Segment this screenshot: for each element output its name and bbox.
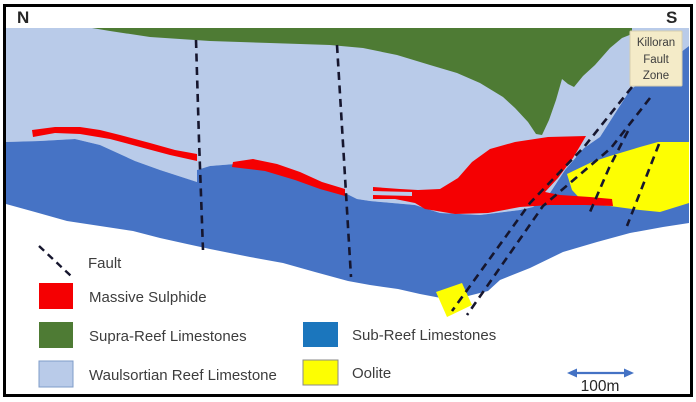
- killoran-fault-zone-box: [629, 30, 683, 87]
- fault-line-north-1: [194, 39, 205, 251]
- legend-oolite-swatch: [302, 359, 339, 386]
- legend-supra-reef-label: Supra-Reef Limestones: [89, 328, 247, 345]
- legend-waulsortian-swatch: [38, 360, 74, 388]
- scale-bar-arrow-left: [567, 368, 577, 378]
- legend-oolite-label: Oolite: [352, 365, 391, 382]
- sub-reef-limestones-layer: [6, 46, 689, 298]
- legend-supra-reef-swatch: [39, 322, 73, 348]
- fault-lines-group: [194, 39, 661, 316]
- legend-massive-sulphide-label: Massive Sulphide: [89, 289, 207, 306]
- massive-sulphide-body-middle: [232, 159, 345, 196]
- legend-fault-label: Fault: [88, 255, 122, 272]
- fault-line-oolite-2: [625, 143, 661, 227]
- fault-line-killoran-main: [450, 86, 634, 312]
- fault-line-north-2: [335, 44, 353, 278]
- legend-sub-reef-swatch: [303, 322, 338, 347]
- north-label: N: [17, 8, 29, 27]
- scale-bar: 100m: [567, 368, 634, 395]
- fault-line-oolite-1: [588, 130, 630, 213]
- legend-fault-swatch: [38, 245, 72, 277]
- fault-line-killoran-second: [465, 97, 652, 316]
- killoran-fault-zone-callout: Killoran Fault Zone: [629, 30, 683, 87]
- scale-bar-arrow-right: [624, 368, 634, 378]
- legend: Fault Massive Sulphide Supra-Reef Limest…: [38, 245, 496, 388]
- legend-sub-reef-label: Sub-Reef Limestones: [352, 327, 496, 344]
- legend-waulsortian-label: Waulsortian Reef Limestone: [89, 367, 277, 384]
- south-label: S: [666, 8, 677, 27]
- scale-bar-label: 100m: [581, 378, 620, 395]
- killoran-fault-zone-line3: Zone: [643, 70, 669, 82]
- killoran-fault-zone-line1: Killoran: [637, 37, 675, 49]
- killoran-fault-zone-line2: Fault: [643, 54, 669, 66]
- massive-sulphide-body-north: [32, 127, 197, 161]
- legend-massive-sulphide-swatch: [39, 283, 73, 309]
- supra-reef-limestones-layer: [92, 28, 632, 135]
- oolite-block: [436, 283, 472, 317]
- massive-sulphide-body-south: [373, 136, 613, 214]
